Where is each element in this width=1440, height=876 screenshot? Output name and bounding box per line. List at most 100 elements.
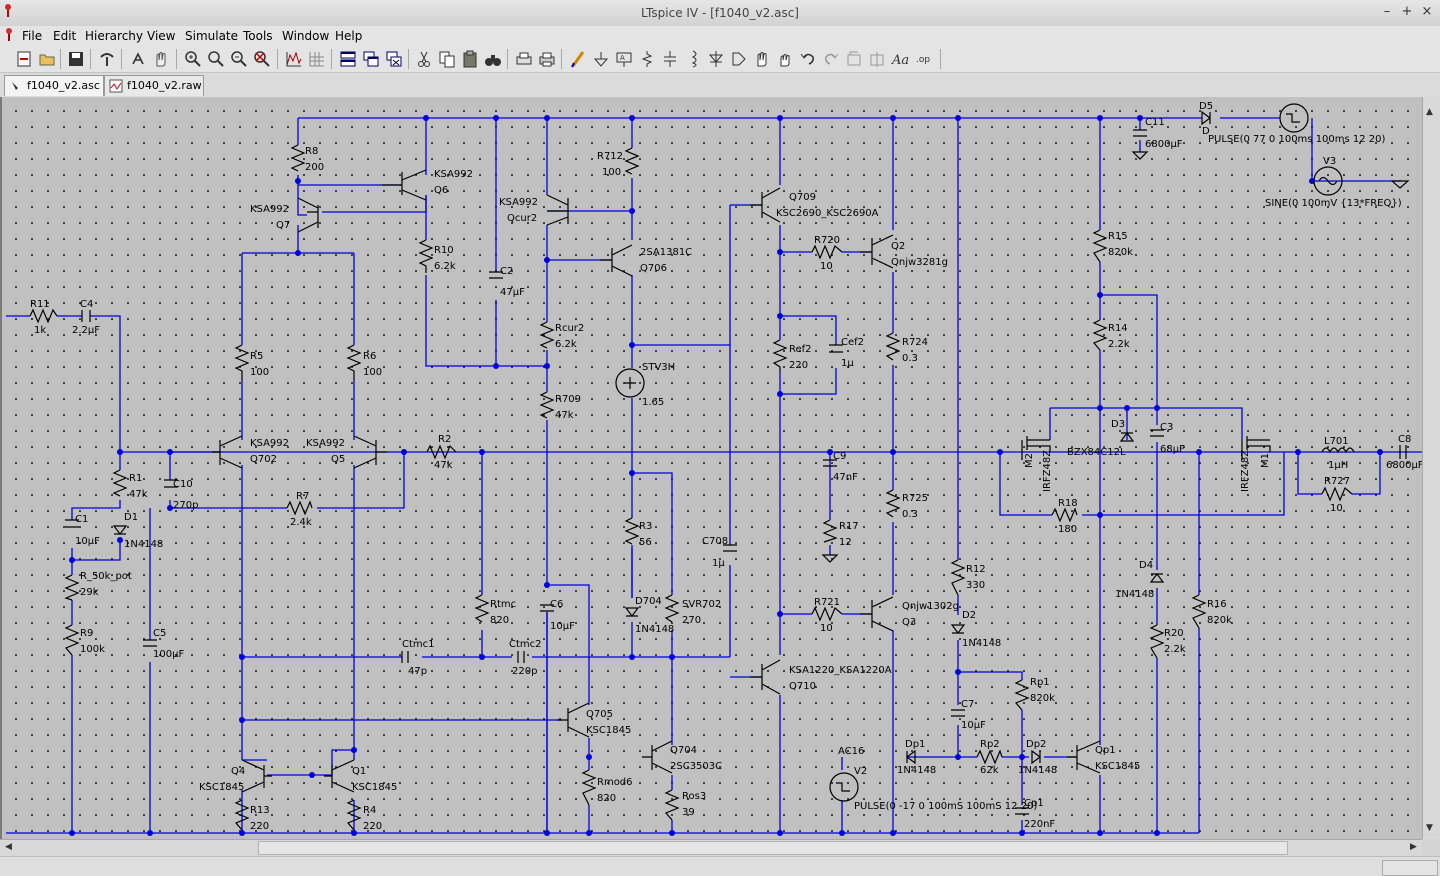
drag-icon[interactable] [775,49,795,69]
cascade-icon[interactable] [361,49,381,69]
menu-file[interactable]: File [22,29,43,43]
rotate-icon[interactable] [844,49,864,69]
halt-icon[interactable] [151,49,171,69]
close-button[interactable]: × [1421,4,1433,19]
tab-schematic[interactable]: f1040_v2.asc [4,75,104,96]
r724-value: 0.3 [902,353,918,364]
r15-value: 820k [1108,247,1133,258]
c4-label: C4 [80,299,93,310]
menu-help[interactable]: Help [335,29,363,43]
ltspice-app-icon [5,4,11,17]
l701-label: L701 [1324,436,1349,447]
wire-icon[interactable] [568,49,588,69]
diode-icon[interactable] [706,49,726,69]
spice-directive-icon[interactable]: .op [913,49,933,69]
scroll-up-icon[interactable]: ▲ [1426,107,1433,117]
tab-waveform[interactable]: f1040_v2.raw [104,75,204,96]
r4-label: R4 [363,805,376,816]
v2-ref: AC16 [838,746,864,757]
vertical-scrollbar[interactable]: ▲ ▼ [1422,97,1440,839]
pan-icon[interactable] [206,49,226,69]
horizontal-scrollbar[interactable]: ◀ ▶ [0,839,1422,856]
c1-label: C1 [75,514,88,525]
ground-icon[interactable] [591,49,611,69]
label-net-icon[interactable]: A [614,49,634,69]
r9-value: 100k [80,644,105,655]
maximize-button[interactable]: + [1401,4,1413,19]
tile-horizontal-icon[interactable] [338,49,358,69]
zoom-fit-icon[interactable] [252,49,272,69]
svr702-value: 270 [682,615,701,626]
minimize-button[interactable]: – [1383,4,1391,19]
r7-label: R7 [296,491,309,502]
d5-label: D5 [1199,101,1213,112]
rcur2-value: 6.2k [555,339,577,350]
scroll-left-icon[interactable]: ◀ [5,842,12,852]
horizontal-scroll-thumb[interactable] [258,841,1288,855]
inductor-icon[interactable] [683,49,703,69]
zoom-in-icon[interactable] [183,49,203,69]
c11-value: 6800µF [1145,139,1183,150]
d3-label: D3 [1111,419,1125,430]
document-icon[interactable] [3,27,15,43]
r13-value: 220 [250,821,269,832]
paste-icon[interactable] [460,49,480,69]
menu-view[interactable]: View [147,29,176,43]
new-schematic-icon[interactable] [14,49,34,69]
move-icon[interactable] [752,49,772,69]
d4-label: D4 [1139,560,1153,571]
r20-label: R20 [1164,628,1184,639]
ctmc1-label: Ctmc1 [402,639,435,650]
menu-window[interactable]: Window [282,29,330,43]
c7-label: C7 [961,699,974,710]
save-icon[interactable] [66,49,86,69]
r8-label: R8 [305,146,318,157]
open-icon[interactable] [37,49,57,69]
zoom-out-icon[interactable] [229,49,249,69]
r724-label: R724 [902,337,928,348]
r18-label: R18 [1058,498,1078,509]
redo-icon[interactable] [821,49,841,69]
find-icon[interactable] [483,49,503,69]
resistor-icon[interactable] [637,49,657,69]
menu-tools[interactable]: Tools [243,29,273,43]
status-panel [1382,860,1438,876]
q1-label: Q1 [352,766,366,777]
mirror-icon[interactable] [867,49,887,69]
c4-value: 2.2µF [72,325,100,336]
copy-icon[interactable] [437,49,457,69]
print-preview-icon[interactable] [514,49,534,69]
print-icon[interactable] [537,49,557,69]
autorange-icon[interactable] [284,49,304,69]
close-window-icon[interactable] [384,49,404,69]
schematic-canvas[interactable]: R8 200 KSA992 Q6 KSA992 Q7 R10 6.2k C2 4… [0,97,1422,839]
scroll-right-icon[interactable]: ▶ [1410,842,1417,852]
q2-part: Qnjw3281g [891,257,948,268]
c1-value: 10µF [75,536,100,547]
qcur2-part: KSA992 [499,197,538,208]
run-icon[interactable] [128,49,148,69]
cef2-value: 1µ [841,358,854,369]
menu-simulate[interactable]: Simulate [185,29,239,43]
text-icon[interactable]: Aa [890,49,910,69]
dp2-label: Dp2 [1026,739,1046,750]
control-panel-icon[interactable] [97,49,117,69]
svg-text:.op: .op [916,55,930,65]
undo-icon[interactable] [798,49,818,69]
cut-icon[interactable] [414,49,434,69]
r8-value: 200 [305,162,324,173]
q706-label: Q706 [640,263,667,274]
menu-hierarchy[interactable]: Hierarchy [85,29,144,43]
grid-icon[interactable] [307,49,327,69]
r3-label: R3 [639,521,652,532]
rtmc-value: 820 [490,615,509,626]
component-icon[interactable] [729,49,749,69]
capacitor-icon[interactable] [660,49,680,69]
r16-value: 820k [1207,615,1232,626]
r10-label: R10 [434,245,454,256]
rcur2-label: Rcur2 [555,323,584,334]
r721-label: R721 [814,597,840,608]
stv3h-label: STV3H [642,362,675,373]
menu-edit[interactable]: Edit [53,29,77,43]
scroll-down-icon[interactable]: ▼ [1426,823,1433,833]
